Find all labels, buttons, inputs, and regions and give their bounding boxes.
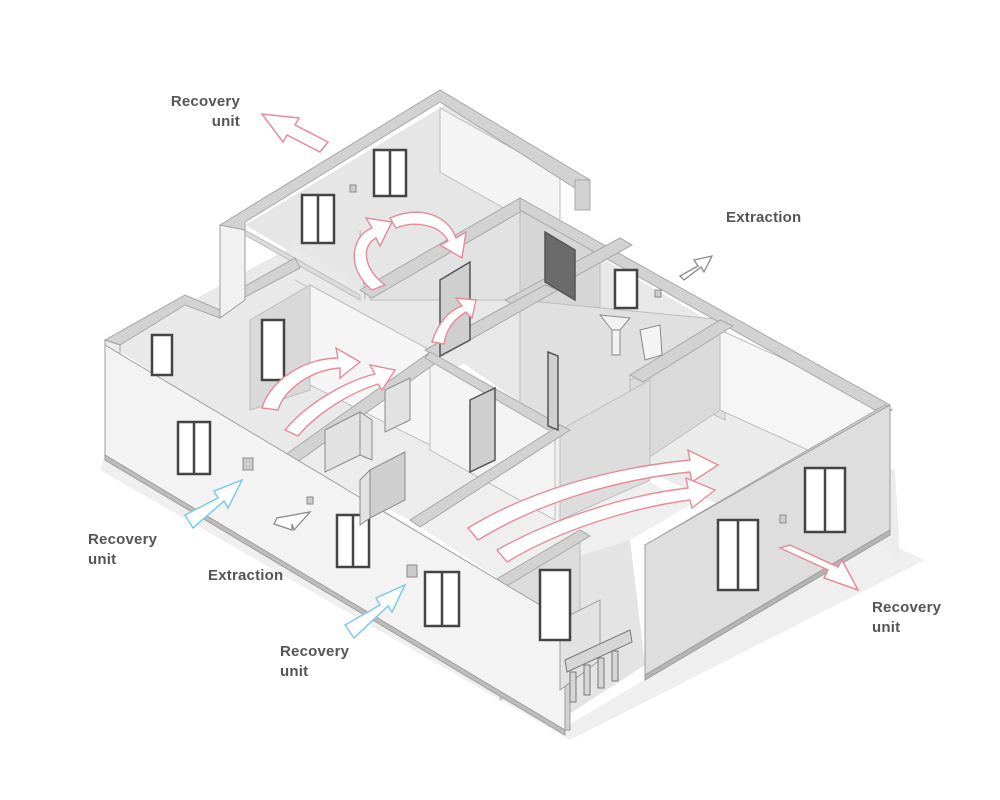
- label-line: Recovery: [280, 643, 350, 660]
- label-line: Extraction: [726, 209, 802, 226]
- railing-post: [611, 650, 619, 682]
- airflow-arrow: [495, 476, 717, 563]
- railing-post: [569, 671, 577, 703]
- windows: [150, 148, 847, 642]
- recovery-unit-label-bottom: Recovery unit: [280, 642, 349, 682]
- airflow-arrow: [466, 448, 720, 541]
- airflow-arrow: [388, 211, 467, 260]
- vent: [406, 564, 418, 578]
- door: [469, 386, 496, 474]
- airflow-arrows: [261, 211, 720, 563]
- recovery-outflow-arrow: [777, 544, 860, 592]
- recovery-inflow-arrow: [343, 583, 407, 640]
- door: [544, 230, 576, 302]
- label-line: Recovery: [170, 93, 240, 110]
- fixtures: [242, 184, 787, 578]
- recovery-unit-label-left: Recovery unit: [88, 530, 157, 570]
- label-line: Recovery: [88, 531, 158, 548]
- label-line: Extraction: [208, 567, 284, 584]
- recovery-unit-label-right: Recovery unit: [872, 598, 941, 638]
- fridge: [384, 377, 411, 433]
- railing-post: [583, 664, 591, 696]
- airflow-arrow: [283, 364, 397, 437]
- recovery-inflow-arrow: [183, 478, 244, 530]
- extraction-arrow: [273, 511, 312, 532]
- label-line: unit: [280, 663, 309, 680]
- label-line: unit: [872, 619, 901, 636]
- label-line: unit: [211, 113, 240, 130]
- recovery-inflow-arrows: [183, 478, 407, 640]
- window: [260, 318, 286, 382]
- balcony-railing: [564, 629, 633, 703]
- door: [547, 350, 559, 432]
- window: [150, 333, 174, 377]
- label-line: Recovery: [872, 599, 942, 616]
- window: [538, 568, 572, 642]
- extraction-label-top: Extraction: [726, 208, 801, 228]
- mirror: [613, 268, 639, 310]
- recovery-unit-label-top: Recovery unit: [150, 92, 240, 132]
- label-line: unit: [88, 551, 117, 568]
- airflow-arrow: [431, 297, 477, 345]
- toilet: [639, 324, 663, 361]
- recovery-outflow-arrow: [260, 113, 330, 153]
- recovery-outflow-arrows: [260, 113, 860, 592]
- extraction-arrows: [273, 255, 714, 532]
- airflow-arrow: [261, 346, 362, 411]
- vent: [242, 457, 254, 471]
- extraction-arrow: [678, 255, 714, 281]
- extraction-label-bottom: Extraction: [208, 566, 283, 586]
- railing-post: [597, 657, 605, 689]
